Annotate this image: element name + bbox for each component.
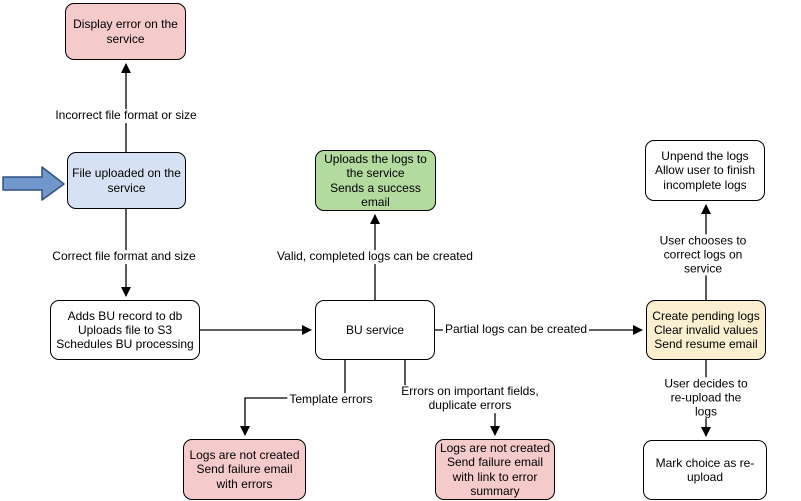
node-logs-not-created-template-label: Logs are not created Send failure email … [189,448,300,491]
node-uploads-logs: Uploads the logs to the service Sends a … [315,150,436,211]
node-adds-bu-record: Adds BU record to db Uploads file to S3 … [50,300,200,360]
node-adds-bu-record-label: Adds BU record to db Uploads file to S3 … [56,308,194,352]
node-file-uploaded-label: File uploaded on the service [72,166,181,195]
node-bu-service-label: BU service [345,322,404,337]
node-file-uploaded: File uploaded on the service [67,152,186,209]
node-create-pending-logs: Create pending logs Clear invalid values… [646,300,766,360]
node-bu-service: BU service [315,300,435,360]
node-logs-not-created-template: Logs are not created Send failure email … [183,439,306,500]
node-display-error: Display error on the service [65,3,186,60]
node-logs-not-created-fields-label: Logs are not created Send failure email … [439,441,551,498]
edge-label-valid-logs: Valid, completed logs can be created [275,249,475,264]
edge-label-template-errors: Template errors [287,392,375,407]
node-display-error-label: Display error on the service [73,17,178,46]
node-uploads-logs-label: Uploads the logs to the service Sends a … [324,152,427,209]
edge-label-correct-on-service: User chooses to correct logs on service [654,233,752,276]
edge-label-correct-format: Correct file format and size [50,249,198,264]
node-unpend-logs: Unpend the logs Allow user to finish inc… [645,140,765,201]
entry-arrow-icon [2,166,65,201]
edge-label-reupload: User decides to re-upload the logs [658,376,754,419]
node-create-pending-logs-label: Create pending logs Clear invalid values… [652,308,760,352]
node-unpend-logs-label: Unpend the logs Allow user to finish inc… [654,149,756,192]
node-logs-not-created-fields: Logs are not created Send failure email … [435,439,555,500]
node-mark-reupload: Mark choice as re- upload [643,440,767,500]
edge-label-incorrect-format: Incorrect file format or size [53,108,199,123]
edge-label-important-fields: Errors on important fields, duplicate er… [399,384,541,413]
node-mark-reupload-label: Mark choice as re- upload [655,455,755,484]
edge-label-partial-logs: Partial logs can be created [442,322,590,337]
